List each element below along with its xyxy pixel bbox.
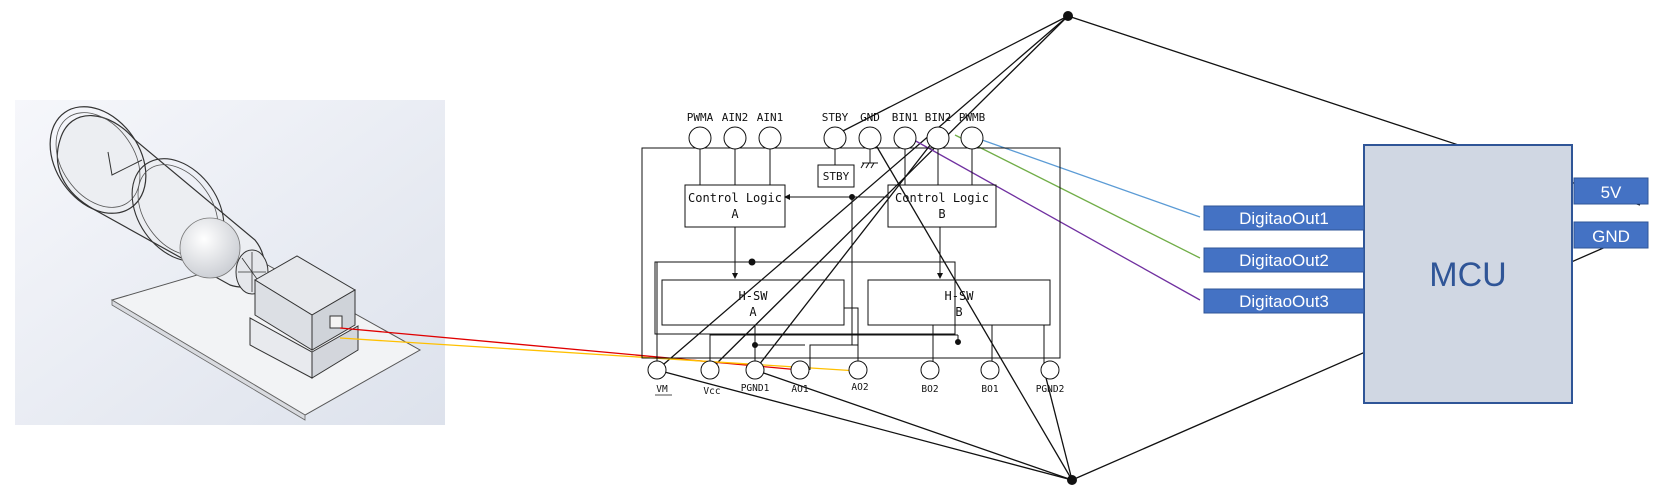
pin-label-pgnd1: PGND1 — [741, 383, 770, 394]
control-logic-a-line2: A — [731, 207, 739, 221]
power-5v — [1573, 177, 1649, 205]
mcu-label: MCU — [1429, 256, 1506, 294]
control-logic-b — [887, 184, 997, 228]
digital-out-3 — [1203, 288, 1365, 314]
hsw-a-line1: H-SW — [739, 289, 769, 303]
control-logic-b-line1: Control Logic — [895, 191, 989, 205]
power-5v-label: 5V — [1601, 183, 1622, 202]
signal-wire-blue — [967, 134, 1201, 218]
control-logic-a-line1: Control Logic — [688, 191, 782, 205]
cylinder-housing — [49, 106, 269, 295]
junction-5v — [1063, 11, 1073, 21]
stby-box-label: STBY — [823, 170, 850, 183]
pin-label-gnd: GND — [860, 111, 880, 124]
control-logic-b-line2: B — [938, 207, 945, 221]
hsw-b-line1: H-SW — [945, 289, 975, 303]
motor-box — [249, 255, 359, 379]
pin-label-ain1: AIN1 — [757, 111, 784, 124]
pin-label-pwmb: PWMB — [959, 111, 986, 124]
pin-label-vcc: Vcc — [703, 386, 720, 397]
mcu-body — [1363, 144, 1573, 404]
switch-icon — [329, 315, 343, 329]
pin-label-pwma: PWMA — [687, 111, 714, 124]
pin-label-ain2: AIN2 — [722, 111, 749, 124]
pin-label-bo2: BO2 — [921, 384, 938, 395]
digital-out-2 — [1203, 247, 1365, 273]
motor-driver — [641, 126, 1061, 380]
digital-out-2-label: DigitaoOut2 — [1239, 251, 1329, 270]
signal-wire-green — [954, 134, 1201, 259]
power-gnd — [1573, 221, 1649, 249]
pin-label-ao1: AO1 — [791, 384, 808, 395]
pin-label-pgnd2: PGND2 — [1036, 384, 1065, 395]
signal-wire-purple — [904, 134, 1201, 301]
device-render — [15, 100, 445, 425]
hsw-a — [661, 279, 845, 326]
pin-label-bo1: BO1 — [981, 384, 998, 395]
hsw-b — [867, 279, 1051, 326]
top-pin-labels: PWMA AIN2 AIN1 STBY GND BIN1 BIN2 PWMB — [687, 111, 986, 124]
pin-label-stby: STBY — [822, 111, 849, 124]
pin-label-bin1: BIN1 — [892, 111, 919, 124]
motor-wire-yellow — [339, 337, 859, 372]
stby-box — [817, 164, 855, 188]
power-gnd-label: GND — [1592, 227, 1630, 246]
bottom-pin-labels: VM Vcc PGND1 AO1 AO2 BO2 BO1 PGND2 — [655, 382, 1064, 397]
digital-out-3-label: DigitaoOut3 — [1239, 292, 1329, 311]
digital-out-1-label: DigitaoOut1 — [1239, 209, 1329, 228]
ball — [179, 217, 241, 279]
driver-frame — [641, 147, 1061, 359]
mcu-block: MCU DigitaoOut1 DigitaoOut2 DigitaoOut3 … — [1203, 144, 1649, 404]
pin-label-vm: VM — [656, 384, 668, 395]
digital-out-1 — [1203, 205, 1365, 231]
hsw-b-line2: B — [955, 305, 962, 319]
pin-label-ao2: AO2 — [851, 382, 868, 393]
pin-label-bin2: BIN2 — [925, 111, 952, 124]
junction-gnd — [1067, 475, 1077, 485]
power-wires — [656, 15, 1641, 481]
hsw-a-line2: A — [749, 305, 757, 319]
